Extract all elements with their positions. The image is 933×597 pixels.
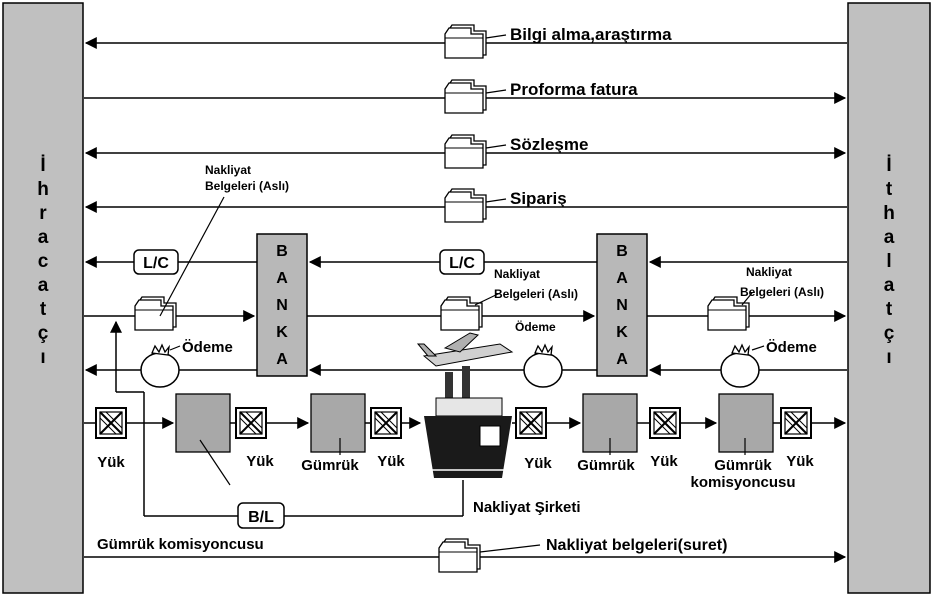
exporter-letter: a xyxy=(38,275,49,296)
document-icon xyxy=(445,189,486,222)
flow-sozlesme-label: Sözleşme xyxy=(510,135,588,154)
importer-letter: İ xyxy=(886,155,891,176)
exporter-letter: c xyxy=(38,251,49,272)
cargo-crate-icon xyxy=(96,408,126,438)
importer-letter: t xyxy=(886,299,893,320)
exporter-letter: r xyxy=(39,203,47,224)
cargo-crate-icon xyxy=(371,408,401,438)
importer-column xyxy=(848,3,930,593)
exporter-letter: ı xyxy=(40,347,45,368)
gumruk-komisyoncusu-label-left: Gümrük komisyoncusu xyxy=(97,536,264,553)
exporter-letter: İ xyxy=(40,155,45,176)
gumruk-label-left: Gümrük xyxy=(301,457,359,474)
yuk-label: Yük xyxy=(650,453,678,470)
nakliyat-asli-label-mid-2: Belgeleri (Aslı) xyxy=(494,287,578,301)
flow-proforma: Proforma fatura xyxy=(84,80,845,113)
gumruk-label-right: Gümrük xyxy=(577,457,635,474)
svg-text:K: K xyxy=(276,324,288,341)
lc-label-left: L/C xyxy=(143,255,169,272)
document-icon xyxy=(708,297,749,330)
exporter-letter: h xyxy=(37,179,49,200)
svg-text:B: B xyxy=(276,243,288,260)
money-bag-icon xyxy=(524,345,562,387)
lc-label-mid: L/C xyxy=(449,255,475,272)
flow-bilgi: Bilgi alma,araştırma xyxy=(86,25,847,58)
importer-letter: h xyxy=(883,203,895,224)
nakliyat-sirketi-label: Nakliyat Şirketi xyxy=(473,499,581,516)
svg-text:A: A xyxy=(616,270,628,287)
cargo-crate-icon xyxy=(781,408,811,438)
nakliyat-asli-label-left: Nakliyat xyxy=(205,163,251,177)
exporter-letter: t xyxy=(40,299,47,320)
svg-text:N: N xyxy=(616,297,628,314)
bank-right: B A N K A xyxy=(597,234,647,376)
flow-siparis: Sipariş xyxy=(86,189,847,222)
cargo-crate-icon xyxy=(650,408,680,438)
importer-letter: t xyxy=(886,179,893,200)
customs-broker-box-left xyxy=(176,394,230,452)
customs-box-left xyxy=(311,394,365,452)
importer-letter: a xyxy=(884,227,895,248)
svg-text:A: A xyxy=(276,270,288,287)
importer-letter: ç xyxy=(884,323,895,344)
flow-nakliyat-asli: Nakliyat Belgeleri (Aslı) Nakliyat Belge… xyxy=(84,163,845,330)
flow-proforma-label: Proforma fatura xyxy=(510,80,638,99)
importer-letter: l xyxy=(886,251,891,272)
odeme-label-right: Ödeme xyxy=(766,339,817,356)
svg-text:A: A xyxy=(276,351,288,368)
yuk-label: Yük xyxy=(524,455,552,472)
svg-text:A: A xyxy=(616,351,628,368)
yuk-label: Yük xyxy=(97,454,125,471)
nakliyat-asli-label-left-2: Belgeleri (Aslı) xyxy=(205,179,289,193)
yuk-label: Yük xyxy=(246,453,274,470)
money-bag-icon xyxy=(141,345,179,387)
yuk-label: Yük xyxy=(786,453,814,470)
yuk-label: Yük xyxy=(377,453,405,470)
document-icon xyxy=(439,539,480,572)
flow-bilgi-label: Bilgi alma,araştırma xyxy=(510,25,672,44)
flow-siparis-label: Sipariş xyxy=(510,189,567,208)
flow-sozlesme: Sözleşme xyxy=(86,135,845,168)
gumruk-komisyoncusu-label-right-2: komisyoncusu xyxy=(690,474,795,491)
exporter-letter: ç xyxy=(38,323,49,344)
bl-label: B/L xyxy=(248,509,274,526)
cargo-crate-icon xyxy=(516,408,546,438)
cargo-crate-icon xyxy=(236,408,266,438)
ship-plane-icon xyxy=(418,333,512,478)
odeme-label-mid: Ödeme xyxy=(515,319,556,334)
document-icon xyxy=(445,80,486,113)
gumruk-komisyoncusu-label-right: Gümrük xyxy=(714,457,772,474)
svg-text:B: B xyxy=(616,243,628,260)
svg-text:N: N xyxy=(276,297,288,314)
nakliyat-asli-label-right-2: Belgeleri (Aslı) xyxy=(740,285,824,299)
document-icon xyxy=(135,297,176,330)
exporter-column xyxy=(3,3,83,593)
importer-letter: a xyxy=(884,275,895,296)
odeme-label-left: Ödeme xyxy=(182,339,233,356)
exporter-label: İ h r a c a t ç ı xyxy=(37,155,49,368)
flow-nakliyat-suret-label: Nakliyat belgeleri(suret) xyxy=(546,537,727,554)
importer-letter: ı xyxy=(886,347,891,368)
money-bag-icon xyxy=(721,345,759,387)
document-icon xyxy=(445,135,486,168)
flow-lc: L/C L/C xyxy=(86,250,847,274)
svg-text:K: K xyxy=(616,324,628,341)
document-icon xyxy=(445,25,486,58)
exporter-letter: a xyxy=(38,227,49,248)
customs-broker-box-right xyxy=(719,394,773,452)
bank-left: B A N K A xyxy=(257,234,307,376)
document-icon xyxy=(441,297,482,330)
nakliyat-asli-label-right: Nakliyat xyxy=(746,265,792,279)
nakliyat-asli-label-mid: Nakliyat xyxy=(494,267,540,281)
